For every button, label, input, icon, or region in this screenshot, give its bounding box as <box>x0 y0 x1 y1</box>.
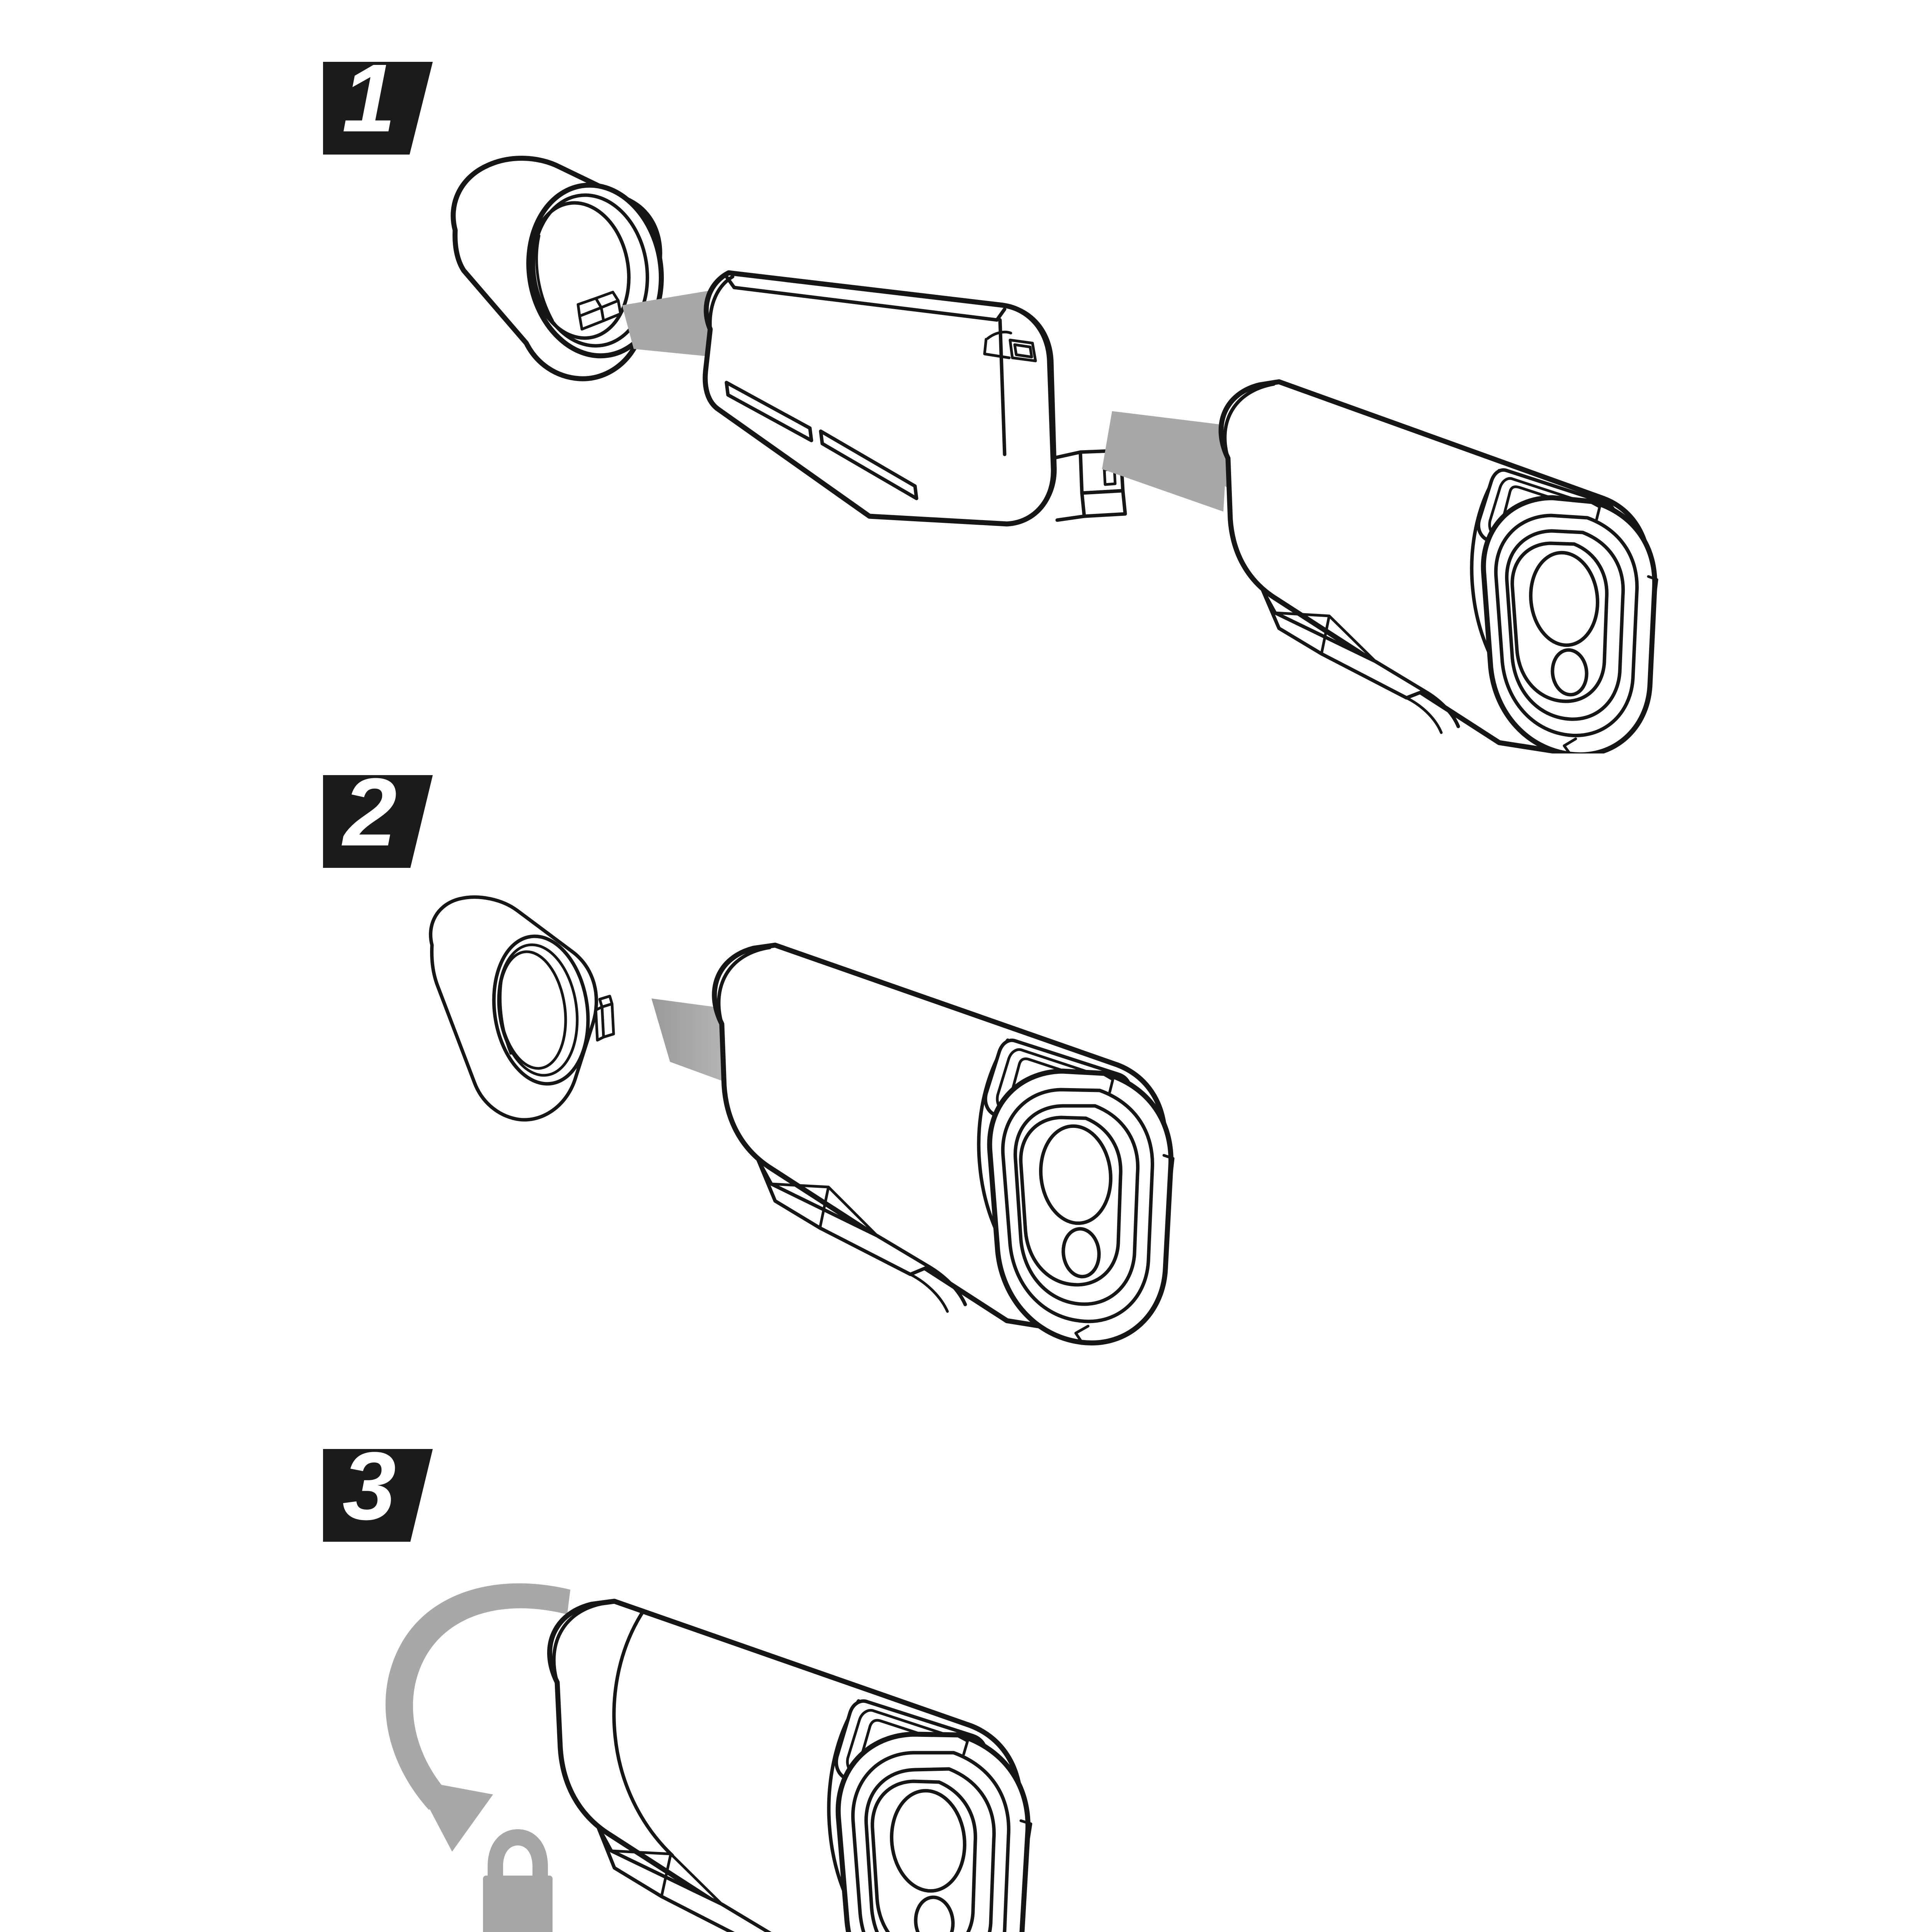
main-lens <box>1039 1124 1112 1225</box>
secondary-lens <box>1551 648 1588 697</box>
step-1-panel: 1 <box>0 0 1932 753</box>
step-2-panel: 2 <box>0 753 1932 1449</box>
main-lens <box>1529 551 1599 647</box>
light-body <box>712 942 1175 1345</box>
main-lens <box>890 1789 966 1893</box>
step-badge-1-number: 1 <box>342 44 396 152</box>
rotate-arrow <box>385 1583 570 1852</box>
mount-bracket <box>1261 588 1460 734</box>
battery-pack <box>702 270 1127 527</box>
cap-locking-tab <box>594 995 615 1042</box>
step-badge-2-number: 2 <box>342 758 397 866</box>
step-badge-3: 3 <box>323 1449 433 1542</box>
secondary-lens <box>914 1895 955 1932</box>
step-3-panel: 3 <box>0 1449 1932 1932</box>
step-badge-1: 1 <box>323 44 433 155</box>
step-badge-3-number: 3 <box>342 1449 396 1540</box>
lock-icon <box>483 1829 553 1932</box>
step-badge-2: 2 <box>323 758 433 868</box>
light-body <box>1218 379 1658 753</box>
mount-bracket <box>595 1823 772 1932</box>
mount-bracket <box>756 1158 967 1313</box>
cap-locking-tab <box>577 291 622 331</box>
battery-grip-detail <box>983 330 1037 362</box>
secondary-lens <box>1061 1227 1101 1279</box>
end-cap-collar <box>429 895 615 1122</box>
light-body-with-cap <box>547 1599 1032 1932</box>
